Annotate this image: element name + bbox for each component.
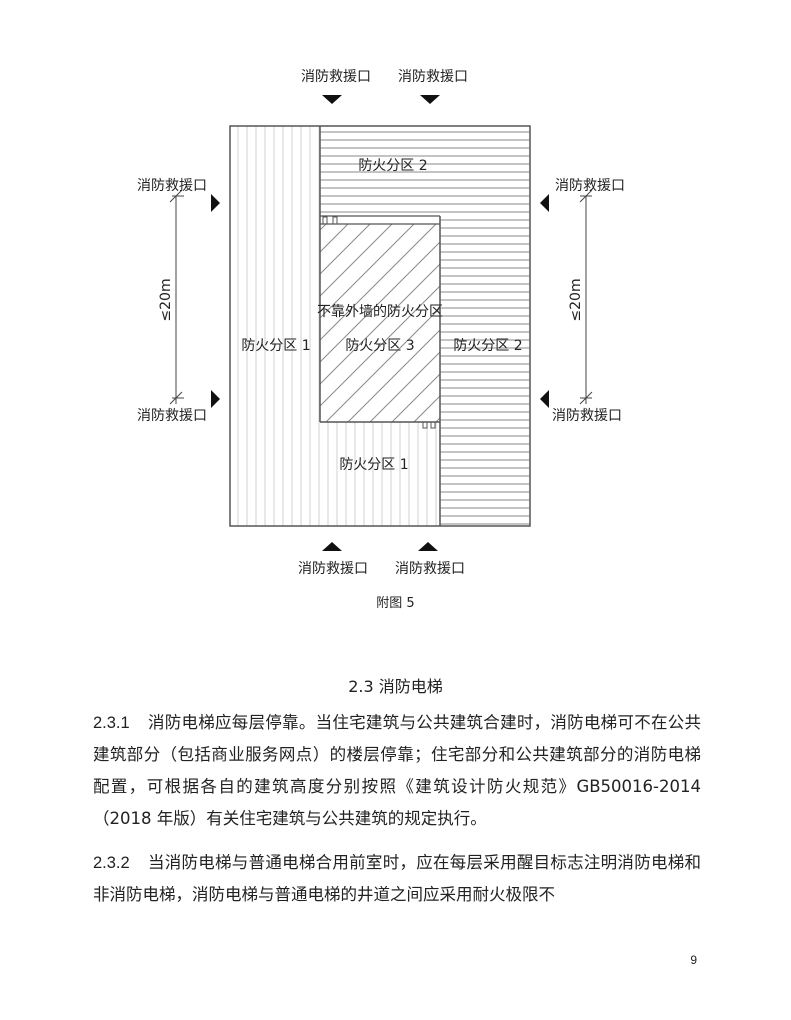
zone3-label: 防火分区 3	[345, 338, 414, 354]
dimension-right-label: ≤20m	[568, 278, 584, 321]
door-symbol-top	[322, 216, 338, 224]
zone3-note-label: 不靠外墙的防火分区	[317, 304, 443, 320]
zone2-right-area	[440, 216, 530, 526]
rescue-arrow-top-right	[420, 95, 440, 104]
paragraph-text: 消防电梯应每层停靠。当住宅建筑与公共建筑合建时，消防电梯可不在公共建筑部分（包括…	[93, 713, 701, 828]
rescue-arrow-top-left	[322, 95, 342, 104]
rescue-label-bottom-right: 消防救援口	[395, 561, 465, 577]
paragraph-text: 当消防电梯与普通电梯合用前室时，应在每层采用醒目标志注明消防电梯和非消防电梯，消…	[93, 853, 701, 904]
rescue-arrow-right-upper	[540, 194, 549, 212]
zone1-bottom-area	[320, 422, 440, 526]
paragraph-number: 2.3.1	[93, 714, 130, 732]
dimension-left	[169, 189, 184, 405]
rescue-label-right-upper: 消防救援口	[555, 178, 625, 194]
rescue-label-left-upper: 消防救援口	[137, 178, 207, 194]
zone2-right-label: 防火分区 2	[453, 338, 522, 354]
rescue-arrow-right-lower	[540, 390, 549, 408]
rescue-arrow-left-upper	[211, 194, 220, 212]
rescue-label-top-right: 消防救援口	[398, 69, 468, 85]
rescue-label-left-lower: 消防救援口	[137, 408, 207, 424]
figure-caption: 附图 5	[376, 596, 415, 611]
page-number: 9	[690, 953, 697, 967]
rescue-label-right-lower: 消防救援口	[552, 408, 622, 424]
section-title: 2.3 消防电梯	[348, 677, 443, 696]
rescue-arrow-bottom-right	[418, 542, 438, 551]
zone1-left-area	[230, 126, 320, 526]
rescue-label-top-left: 消防救援口	[301, 69, 371, 85]
rescue-label-bottom-left: 消防救援口	[298, 561, 368, 577]
building-outline	[229, 125, 531, 527]
zone1-left-label: 防火分区 1	[241, 338, 310, 354]
rescue-arrow-left-lower	[211, 390, 220, 408]
rescue-arrow-bottom-left	[322, 542, 342, 551]
paragraph-number: 2.3.2	[93, 854, 130, 872]
zone2-top-area	[320, 126, 530, 216]
dimension-right	[579, 189, 593, 405]
fire-compartment-diagram: 消防救援口 消防救援口 消防救援口 消防救援口 消防救援口 消防救援口 消防救援…	[137, 69, 625, 577]
door-symbol-bottom	[422, 422, 436, 429]
zone1-bottom-label: 防火分区 1	[339, 457, 408, 473]
zone2-top-label: 防火分区 2	[358, 158, 427, 174]
zone3-area	[320, 224, 440, 422]
dimension-left-label: ≤20m	[158, 278, 174, 321]
